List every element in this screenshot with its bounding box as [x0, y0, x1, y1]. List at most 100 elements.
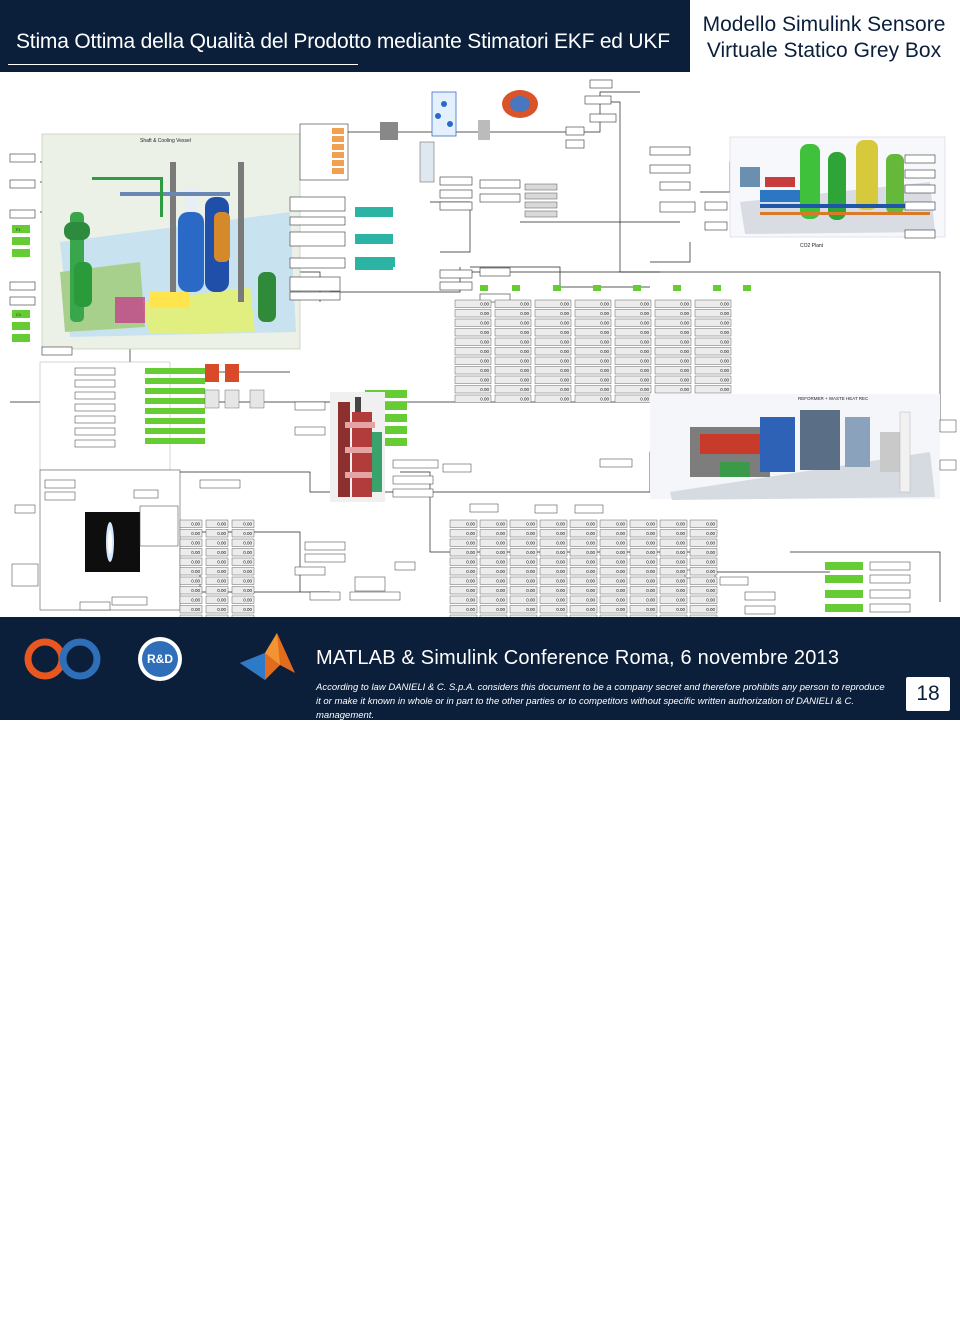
display-cell [179, 548, 203, 557]
display-cell [599, 529, 628, 538]
display-value: 0.00 [600, 340, 609, 345]
display-cell [494, 347, 532, 356]
display-value: 0.00 [556, 588, 565, 593]
reformer-3d: REFORMER + WASTE HEAT REC [650, 394, 940, 500]
display-value: 0.00 [496, 522, 505, 527]
display-cell [479, 576, 508, 585]
simulink-diagram-canvas: Shaft & Cooling Vessel [9, 79, 957, 623]
display-value: 0.00 [646, 560, 655, 565]
display-value: 0.00 [720, 302, 729, 307]
display-cell [231, 557, 255, 566]
display-value: 0.00 [526, 607, 535, 612]
rd-logo-text: R&D [147, 652, 173, 666]
display-cell [509, 605, 538, 614]
display-value: 0.00 [243, 522, 252, 527]
display-cell [449, 586, 478, 595]
display-value: 0.00 [556, 569, 565, 574]
display-cell [569, 605, 598, 614]
display-cell [479, 538, 508, 547]
display-value: 0.00 [600, 368, 609, 373]
display-value: 0.00 [560, 397, 569, 402]
display-cell [454, 318, 492, 327]
display-cell [539, 595, 568, 604]
display-value: 0.00 [496, 550, 505, 555]
display-cell [654, 385, 692, 394]
display-value: 0.00 [466, 560, 475, 565]
display-cell [694, 375, 732, 384]
display-value: 0.00 [217, 607, 226, 612]
display-cell [629, 586, 658, 595]
display-value: 0.00 [243, 607, 252, 612]
display-cell [659, 576, 688, 585]
display-cell [479, 586, 508, 595]
display-value: 0.00 [556, 522, 565, 527]
display-value: 0.00 [616, 579, 625, 584]
upper-display-table: 0.00 0.00 0.00 0.00 0.00 0.00 0.00 0.00 0.00 0.00… [454, 299, 732, 403]
display-value: 0.00 [520, 359, 529, 364]
display-cell [659, 586, 688, 595]
display-cell [231, 586, 255, 595]
brand-centro-ricerche: CENTRO RICERCHE [94, 1309, 223, 1324]
display-cell [569, 576, 598, 585]
display-value: 0.00 [191, 560, 200, 565]
shaft-furnace-3d [330, 392, 385, 502]
display-cell [509, 567, 538, 576]
display-cell [509, 538, 538, 547]
display-value: 0.00 [556, 579, 565, 584]
subtitle-line-2: Virtuale Statico Grey Box [706, 39, 942, 62]
display-value: 0.00 [560, 349, 569, 354]
display-value: 0.00 [480, 302, 489, 307]
title-band: Stima Ottima della Qualità del Prodotto … [0, 0, 690, 72]
display-cell [659, 529, 688, 538]
display-value: 0.00 [720, 378, 729, 383]
display-value: 0.00 [646, 579, 655, 584]
display-value: 0.00 [646, 550, 655, 555]
display-cell [694, 347, 732, 356]
bottom-right-blocks [684, 419, 957, 615]
display-cell [534, 375, 572, 384]
display-cell [629, 567, 658, 576]
display-cell [659, 605, 688, 614]
lower-middle-blocks [133, 458, 633, 601]
display-value: 0.00 [680, 378, 689, 383]
display-cell [179, 586, 203, 595]
display-cell [179, 567, 203, 576]
display-cell [509, 548, 538, 557]
display-value: 0.00 [616, 598, 625, 603]
display-value: 0.00 [676, 550, 685, 555]
display-value: 0.00 [526, 531, 535, 536]
display-cell [689, 567, 718, 576]
display-cell [539, 586, 568, 595]
display-value: 0.00 [706, 550, 715, 555]
lower-display-grid-right: 0.00 0.00 0.00 0.00 0.00 0.00 0.00 0.00 0.00 0.00… [449, 519, 718, 623]
display-value: 0.00 [586, 522, 595, 527]
display-cell [534, 337, 572, 346]
display-cell [179, 576, 203, 585]
display-value: 0.00 [646, 531, 655, 536]
display-value: 0.00 [706, 522, 715, 527]
display-cell [569, 567, 598, 576]
display-value: 0.00 [706, 588, 715, 593]
display-value: 0.00 [496, 531, 505, 536]
display-cell [534, 366, 572, 375]
display-value: 0.00 [586, 569, 595, 574]
display-cell [454, 394, 492, 403]
display-value: 0.00 [646, 541, 655, 546]
display-value: 0.00 [676, 569, 685, 574]
display-value: 0.00 [600, 397, 609, 402]
display-value: 0.00 [520, 330, 529, 335]
display-cell [205, 557, 229, 566]
display-cell [534, 318, 572, 327]
display-value: 0.00 [217, 560, 226, 565]
display-value: 0.00 [560, 378, 569, 383]
display-value: 0.00 [556, 560, 565, 565]
mid-left-blocks [39, 361, 407, 471]
display-cell [231, 567, 255, 576]
display-cell [694, 385, 732, 394]
display-cell [479, 519, 508, 528]
display-value: 0.00 [680, 321, 689, 326]
display-cell [654, 299, 692, 308]
display-cell [205, 538, 229, 547]
display-cell [539, 519, 568, 528]
display-cell [614, 299, 652, 308]
